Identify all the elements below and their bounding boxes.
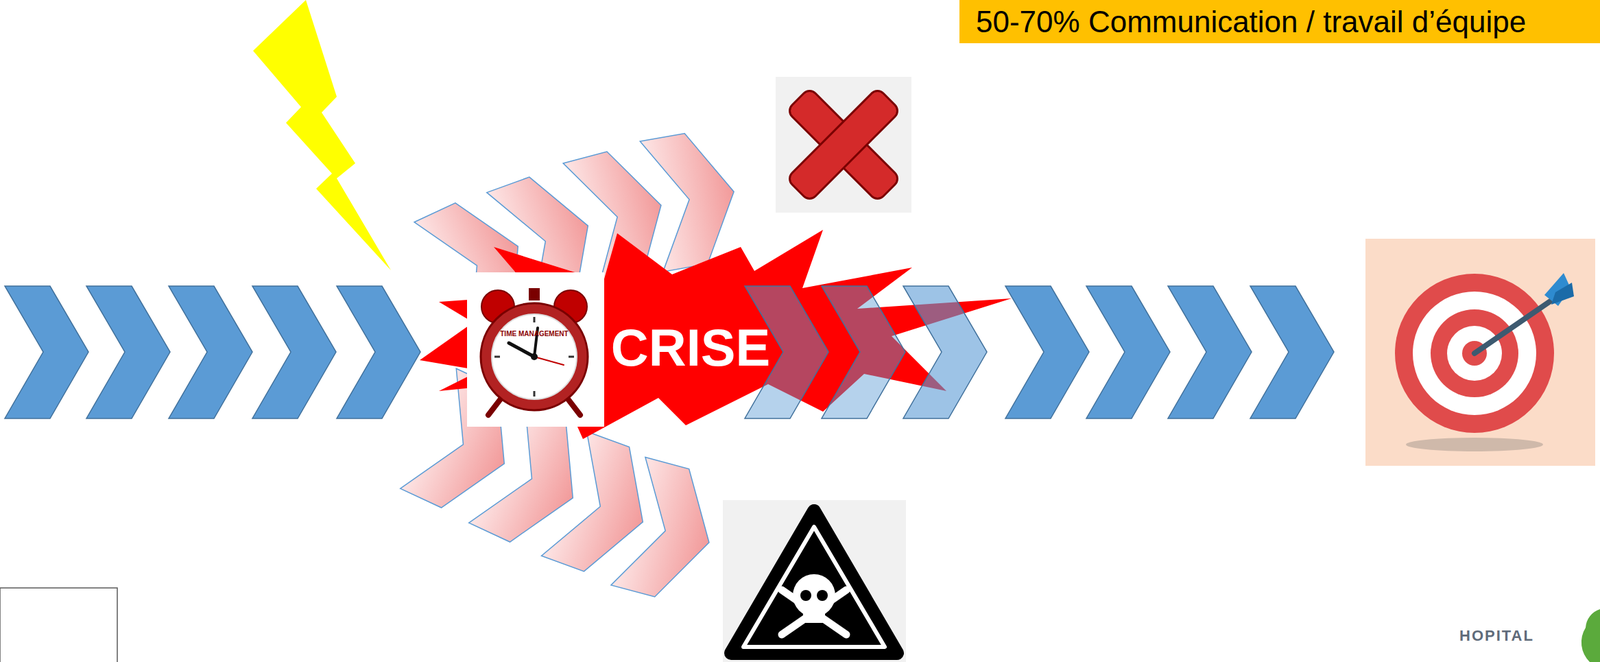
flow-chevron bbox=[1250, 285, 1334, 419]
lightning-bolt bbox=[253, 0, 391, 271]
clock-tick bbox=[533, 316, 536, 323]
crisis-label: CRISE bbox=[611, 317, 771, 378]
clock-pivot bbox=[530, 353, 538, 361]
flow-chevron bbox=[1005, 285, 1090, 419]
diverging-chevron bbox=[611, 456, 727, 607]
skull-eye bbox=[800, 589, 812, 601]
skull-eye bbox=[816, 589, 828, 601]
flow-chevron bbox=[168, 285, 253, 419]
clock-tick bbox=[533, 390, 536, 397]
flow-chevron bbox=[86, 285, 171, 419]
flow-chevron bbox=[1086, 285, 1170, 419]
flow-chevron bbox=[4, 285, 89, 419]
highlight-banner: 50-70% Communication / travail d’équipe bbox=[959, 0, 1600, 44]
clock-tick bbox=[494, 355, 500, 358]
cross-bar bbox=[786, 87, 902, 203]
warning-triangle-inner bbox=[743, 526, 885, 647]
warning-triangle bbox=[731, 510, 898, 653]
clock-hand bbox=[534, 356, 564, 365]
clock-background bbox=[467, 272, 605, 427]
clock-tick bbox=[568, 355, 575, 358]
corner-frame bbox=[0, 587, 118, 662]
arrow-shaft bbox=[1474, 300, 1552, 354]
alarm-clock bbox=[467, 272, 605, 427]
clock-hand bbox=[508, 342, 535, 357]
clock-face bbox=[491, 314, 577, 400]
clock-knob bbox=[528, 288, 540, 301]
goal-target bbox=[1365, 238, 1596, 466]
logo-text: HOPITAL bbox=[1459, 626, 1583, 645]
flow-chevron bbox=[252, 285, 337, 419]
banner-text: 50-70% Communication / travail d’équipe bbox=[975, 4, 1526, 40]
clock-ticks bbox=[494, 316, 575, 397]
clock-body bbox=[480, 303, 588, 411]
cross-bar bbox=[786, 87, 902, 203]
target-background bbox=[1365, 238, 1596, 466]
skull-jaw bbox=[803, 609, 826, 623]
icon-background bbox=[775, 76, 912, 213]
flow-chevron bbox=[1167, 285, 1252, 419]
flow-chevron bbox=[336, 285, 421, 419]
target-ring bbox=[1394, 273, 1555, 433]
burst-shape bbox=[419, 229, 1012, 439]
error-cross bbox=[775, 76, 912, 213]
diverging-chevron bbox=[639, 126, 746, 272]
arrow-fletching bbox=[1551, 282, 1574, 305]
logo-swoosh bbox=[1581, 609, 1600, 662]
icon-background bbox=[722, 499, 906, 662]
clock-caption: TIME MANAGEMENT bbox=[499, 329, 569, 338]
target-shadow bbox=[1405, 437, 1544, 452]
danger-sign bbox=[722, 499, 906, 662]
